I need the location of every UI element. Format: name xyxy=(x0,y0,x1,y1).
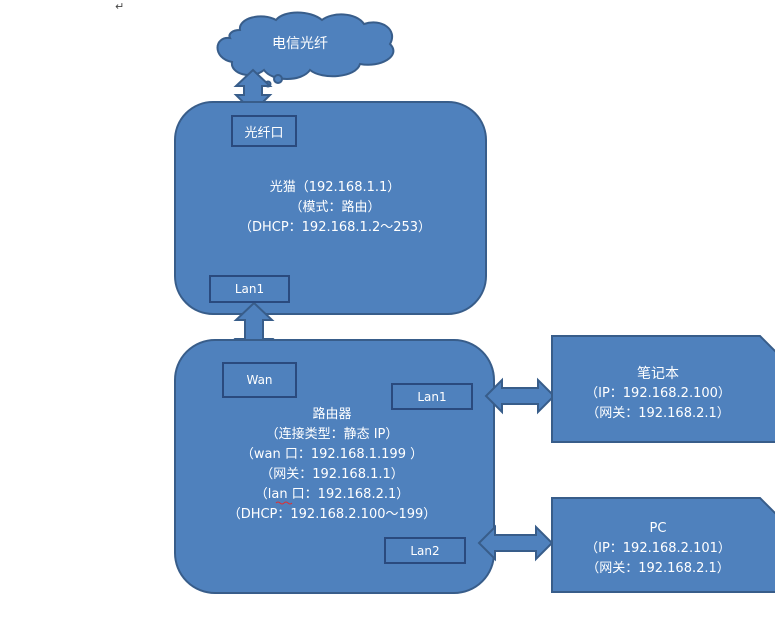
router-gateway: （网关：192.168.1.1） xyxy=(260,467,404,482)
modem-fiber-port: 光纤口 xyxy=(231,115,297,147)
pc-ip: （IP：192.168.2.101） xyxy=(585,541,731,556)
laptop-gateway: （网关：192.168.2.1） xyxy=(586,406,730,421)
modem-lan1-port: Lan1 xyxy=(209,275,290,303)
pc-box xyxy=(551,497,775,593)
laptop-ip: （IP：192.168.2.100） xyxy=(585,386,731,401)
router-lan1-port: Lan1 xyxy=(391,383,473,410)
laptop-title: 笔记本 xyxy=(637,366,679,382)
modem-mode: （模式：路由） xyxy=(289,200,381,215)
router-dhcp: （DHCP：192.168.2.100～199） xyxy=(227,507,437,522)
paragraph-mark: ↵ xyxy=(115,0,125,13)
pc-title: PC xyxy=(649,521,667,536)
modem-fiber-port-label: 光纤口 xyxy=(244,125,284,141)
modem-text: 光猫（192.168.1.1） （模式：路由） （DHCP：192.168.1.… xyxy=(225,178,445,238)
laptop-text: 笔记本 （IP：192.168.2.100） （网关：192.168.2.1） xyxy=(558,364,758,424)
spellcheck-underline xyxy=(275,501,293,505)
router-lan1-port-label: Lan1 xyxy=(417,389,447,404)
router-lan2-port: Lan2 xyxy=(384,537,466,564)
router-lan-ip: （lan 口：192.168.2.1） xyxy=(254,487,410,502)
modem-dhcp: （DHCP：192.168.1.2～253） xyxy=(238,220,432,235)
router-lan2-port-label: Lan2 xyxy=(410,543,440,558)
modem-box xyxy=(174,101,487,315)
router-text: 路由器 （连接类型：静态 IP） （wan 口：192.168.1.199 ） … xyxy=(222,405,442,525)
modem-title: 光猫（192.168.1.1） xyxy=(269,180,401,195)
arrow-lan1-laptop xyxy=(484,377,556,415)
router-wan-ip: （wan 口：192.168.1.199 ） xyxy=(240,447,424,462)
cloud-label: 电信光纤 xyxy=(272,36,328,52)
router-title: 路由器 xyxy=(312,407,352,422)
arrow-lan2-pc xyxy=(477,524,554,562)
laptop-box xyxy=(551,335,775,443)
modem-lan1-port-label: Lan1 xyxy=(234,282,265,296)
router-wan-port-label: Wan xyxy=(246,373,273,387)
router-wan-port: Wan xyxy=(222,362,297,398)
router-connection-type: （连接类型：静态 IP） xyxy=(265,427,399,442)
pc-text: PC （IP：192.168.2.101） （网关：192.168.2.1） xyxy=(558,519,758,579)
pc-gateway: （网关：192.168.2.1） xyxy=(586,561,730,576)
